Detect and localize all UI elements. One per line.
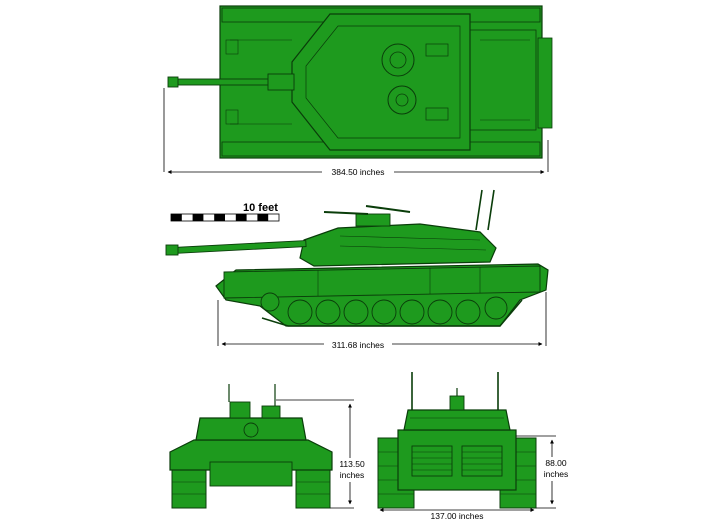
side-road-wheels — [260, 292, 508, 325]
side-skirt — [223, 265, 541, 299]
overall-length-label: 384.50 inches — [332, 167, 385, 177]
top-turret — [291, 13, 471, 151]
side-view: 311.68 inches — [165, 189, 549, 350]
rear-grille-left — [411, 445, 453, 477]
front-view: 113.50 inches — [169, 384, 368, 509]
turret-roof-height-value: 88.00 — [545, 458, 567, 468]
hull-length-label: 311.68 inches — [332, 340, 384, 350]
scale-bar: 10 feet — [170, 202, 280, 222]
overall-width-label: 137.00 inches — [431, 511, 484, 521]
top-view: 384.50 inches — [163, 5, 553, 178]
scale-bar-segment — [214, 214, 225, 221]
scale-bar-segment — [171, 214, 182, 221]
turret-roof-height-unit: inches — [544, 469, 569, 479]
top-rear-grille — [537, 37, 553, 129]
top-engine-deck — [469, 29, 537, 131]
scale-bar-segment — [235, 214, 247, 221]
rear-view: 88.00 inches 137.00 inches — [377, 372, 570, 521]
overall-height-value: 113.50 — [339, 459, 365, 469]
top-commander-hatch — [381, 43, 415, 77]
front-cupola-right — [261, 405, 281, 419]
side-antenna-1 — [475, 189, 483, 231]
side-turret — [299, 223, 497, 267]
scale-bar-segment — [192, 214, 204, 221]
top-loader-hatch — [387, 85, 417, 115]
front-cupola-left — [229, 401, 251, 419]
rear-grille-right — [461, 445, 503, 477]
side-main-gun — [171, 240, 307, 255]
overall-height-unit: inches — [340, 470, 365, 480]
side-cupola — [355, 213, 391, 227]
scale-bar-segment — [257, 214, 269, 221]
scale-bar-segments — [171, 214, 269, 221]
scale-bar-label: 10 feet — [243, 202, 278, 214]
rear-turret — [403, 409, 511, 431]
side-antenna-2 — [487, 189, 495, 231]
